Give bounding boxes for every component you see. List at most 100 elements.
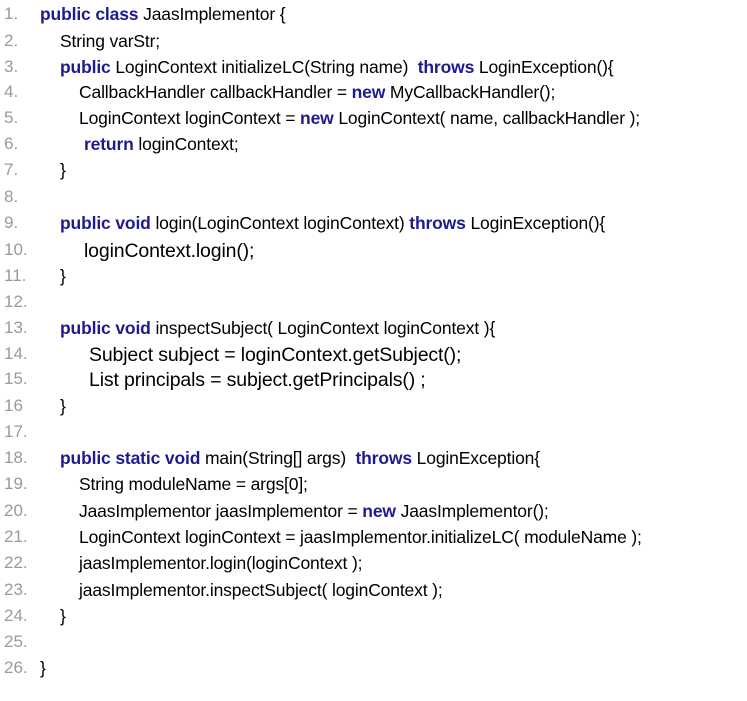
line-number: 17. [4, 422, 28, 441]
code-line: 25. [0, 632, 747, 659]
line-number: 1. [4, 4, 19, 23]
code-token: LoginException(){ [478, 57, 614, 77]
code-token: } [60, 266, 66, 286]
code-token: jaasImplementor.inspectSubject( loginCon… [79, 580, 443, 600]
code-text: } [60, 396, 66, 417]
code-text: public LoginContext initializeLC(String … [60, 57, 614, 78]
keyword: new [362, 501, 401, 521]
code-token: String moduleName = args[0]; [79, 474, 308, 494]
line-number: 18. [4, 448, 28, 467]
code-line: 16} [0, 396, 747, 423]
line-number: 6. [4, 134, 19, 153]
keyword: new [351, 82, 390, 102]
line-number: 9. [4, 213, 19, 232]
code-line: 22. jaasImplementor.login(loginContext ); [0, 553, 747, 580]
code-line: 15. List principals = subject.getPrincipa… [0, 369, 747, 396]
code-token: Subject subject = loginContext.getSubjec… [89, 344, 462, 366]
code-line: 5. LoginContext loginContext = new LoginC… [0, 108, 747, 135]
code-text: String moduleName = args[0]; [79, 474, 308, 495]
code-token: MyCallbackHandler(); [389, 82, 556, 102]
line-number: 25. [4, 632, 28, 651]
line-number: 7. [4, 160, 19, 179]
code-token: } [60, 396, 66, 416]
code-token: } [60, 606, 66, 626]
code-token: List principals = subject.getPrincipals(… [89, 369, 426, 391]
line-number: 23. [4, 580, 28, 599]
code-text: public void inspectSubject( LoginContext… [60, 318, 495, 339]
line-number: 8. [4, 187, 19, 206]
code-line: 11.} [0, 266, 747, 293]
line-number: 4. [4, 82, 19, 101]
code-text: JaasImplementor jaasImplementor = new Ja… [79, 501, 549, 522]
code-line: 23. jaasImplementor.inspectSubject( login… [0, 580, 747, 607]
code-token: LoginContext loginContext = jaasImplemen… [79, 527, 642, 547]
line-number: 10. [4, 240, 28, 259]
code-line: 1. public class JaasImplementor { [0, 4, 747, 31]
code-line: 17. [0, 422, 747, 449]
code-text: String varStr; [60, 31, 160, 52]
code-text: LoginContext loginContext = new LoginCon… [79, 108, 640, 129]
code-text: jaasImplementor.login(loginContext ); [79, 553, 363, 574]
keyword: public void [60, 318, 156, 338]
keyword: public [60, 57, 116, 77]
code-text: List principals = subject.getPrincipals(… [89, 369, 426, 392]
code-line: 18. public static void main(String[] args… [0, 448, 747, 475]
code-token: LoginContext initializeLC(String name) [115, 57, 418, 77]
code-text: Subject subject = loginContext.getSubjec… [89, 344, 461, 367]
line-number: 15. [4, 369, 28, 388]
code-line: 20. JaasImplementor jaasImplementor = new… [0, 501, 747, 528]
code-line: 6. return loginContext; [0, 134, 747, 161]
line-number: 11. [4, 266, 27, 285]
code-text: CallbackHandler callbackHandler = new My… [79, 82, 555, 103]
code-text: } [60, 606, 66, 627]
code-line: 19. String moduleName = args[0]; [0, 474, 747, 501]
line-number: 14. [4, 344, 28, 363]
code-token: login(LoginContext loginContext) [155, 213, 410, 233]
code-line: 2. String varStr; [0, 31, 747, 58]
code-text: return loginContext; [84, 134, 239, 155]
code-line: 24.} [0, 606, 747, 633]
code-line: 21. LoginContext loginContext = jaasImple… [0, 527, 747, 554]
line-number: 3. [4, 57, 19, 76]
code-text: public void login(LoginContext loginCont… [60, 213, 605, 234]
line-number: 5. [4, 108, 19, 127]
line-number: 26. [4, 658, 28, 677]
code-text: } [40, 658, 46, 679]
code-line: 8. [0, 187, 747, 214]
line-number: 19. [4, 474, 28, 493]
code-token: LoginContext loginContext = [79, 108, 301, 128]
line-number: 22. [4, 553, 28, 572]
code-text: LoginContext loginContext = jaasImplemen… [79, 527, 642, 548]
code-token: loginContext; [138, 134, 239, 154]
code-token: LoginContext( name, callbackHandler ); [338, 108, 641, 128]
code-line: 10. loginContext.login(); [0, 240, 747, 267]
code-token: JaasImplementor jaasImplementor = [79, 501, 363, 521]
line-number: 20. [4, 501, 28, 520]
code-line: 4. CallbackHandler callbackHandler = new … [0, 82, 747, 109]
keyword: return [84, 134, 139, 154]
keyword: public static void [60, 448, 205, 468]
code-token: LoginException{ [416, 448, 540, 468]
code-text: loginContext.login(); [84, 240, 254, 263]
code-text: public static void main(String[] args) t… [60, 448, 540, 469]
code-line: 14. Subject subject = loginContext.getSub… [0, 344, 747, 371]
keyword: public class [40, 4, 144, 24]
code-line: 7.} [0, 160, 747, 187]
code-line: 3. public LoginContext initializeLC(Strin… [0, 57, 747, 84]
line-number: 16 [4, 396, 23, 415]
line-number: 21. [4, 527, 28, 546]
code-token: inspectSubject( LoginContext loginContex… [155, 318, 496, 338]
code-text: jaasImplementor.inspectSubject( loginCon… [79, 580, 443, 601]
line-number: 2. [4, 31, 19, 50]
code-line: 12. [0, 292, 747, 319]
code-token: JaasImplementor(); [400, 501, 549, 521]
code-token: } [60, 160, 66, 180]
code-text: } [60, 160, 66, 181]
keyword: throws [417, 57, 479, 77]
line-number: 12. [4, 292, 28, 311]
code-text: } [60, 266, 66, 287]
code-text: public class JaasImplementor { [40, 4, 286, 25]
code-token: } [40, 658, 46, 678]
code-line: 13.public void inspectSubject( LoginCont… [0, 318, 747, 345]
keyword: throws [355, 448, 417, 468]
